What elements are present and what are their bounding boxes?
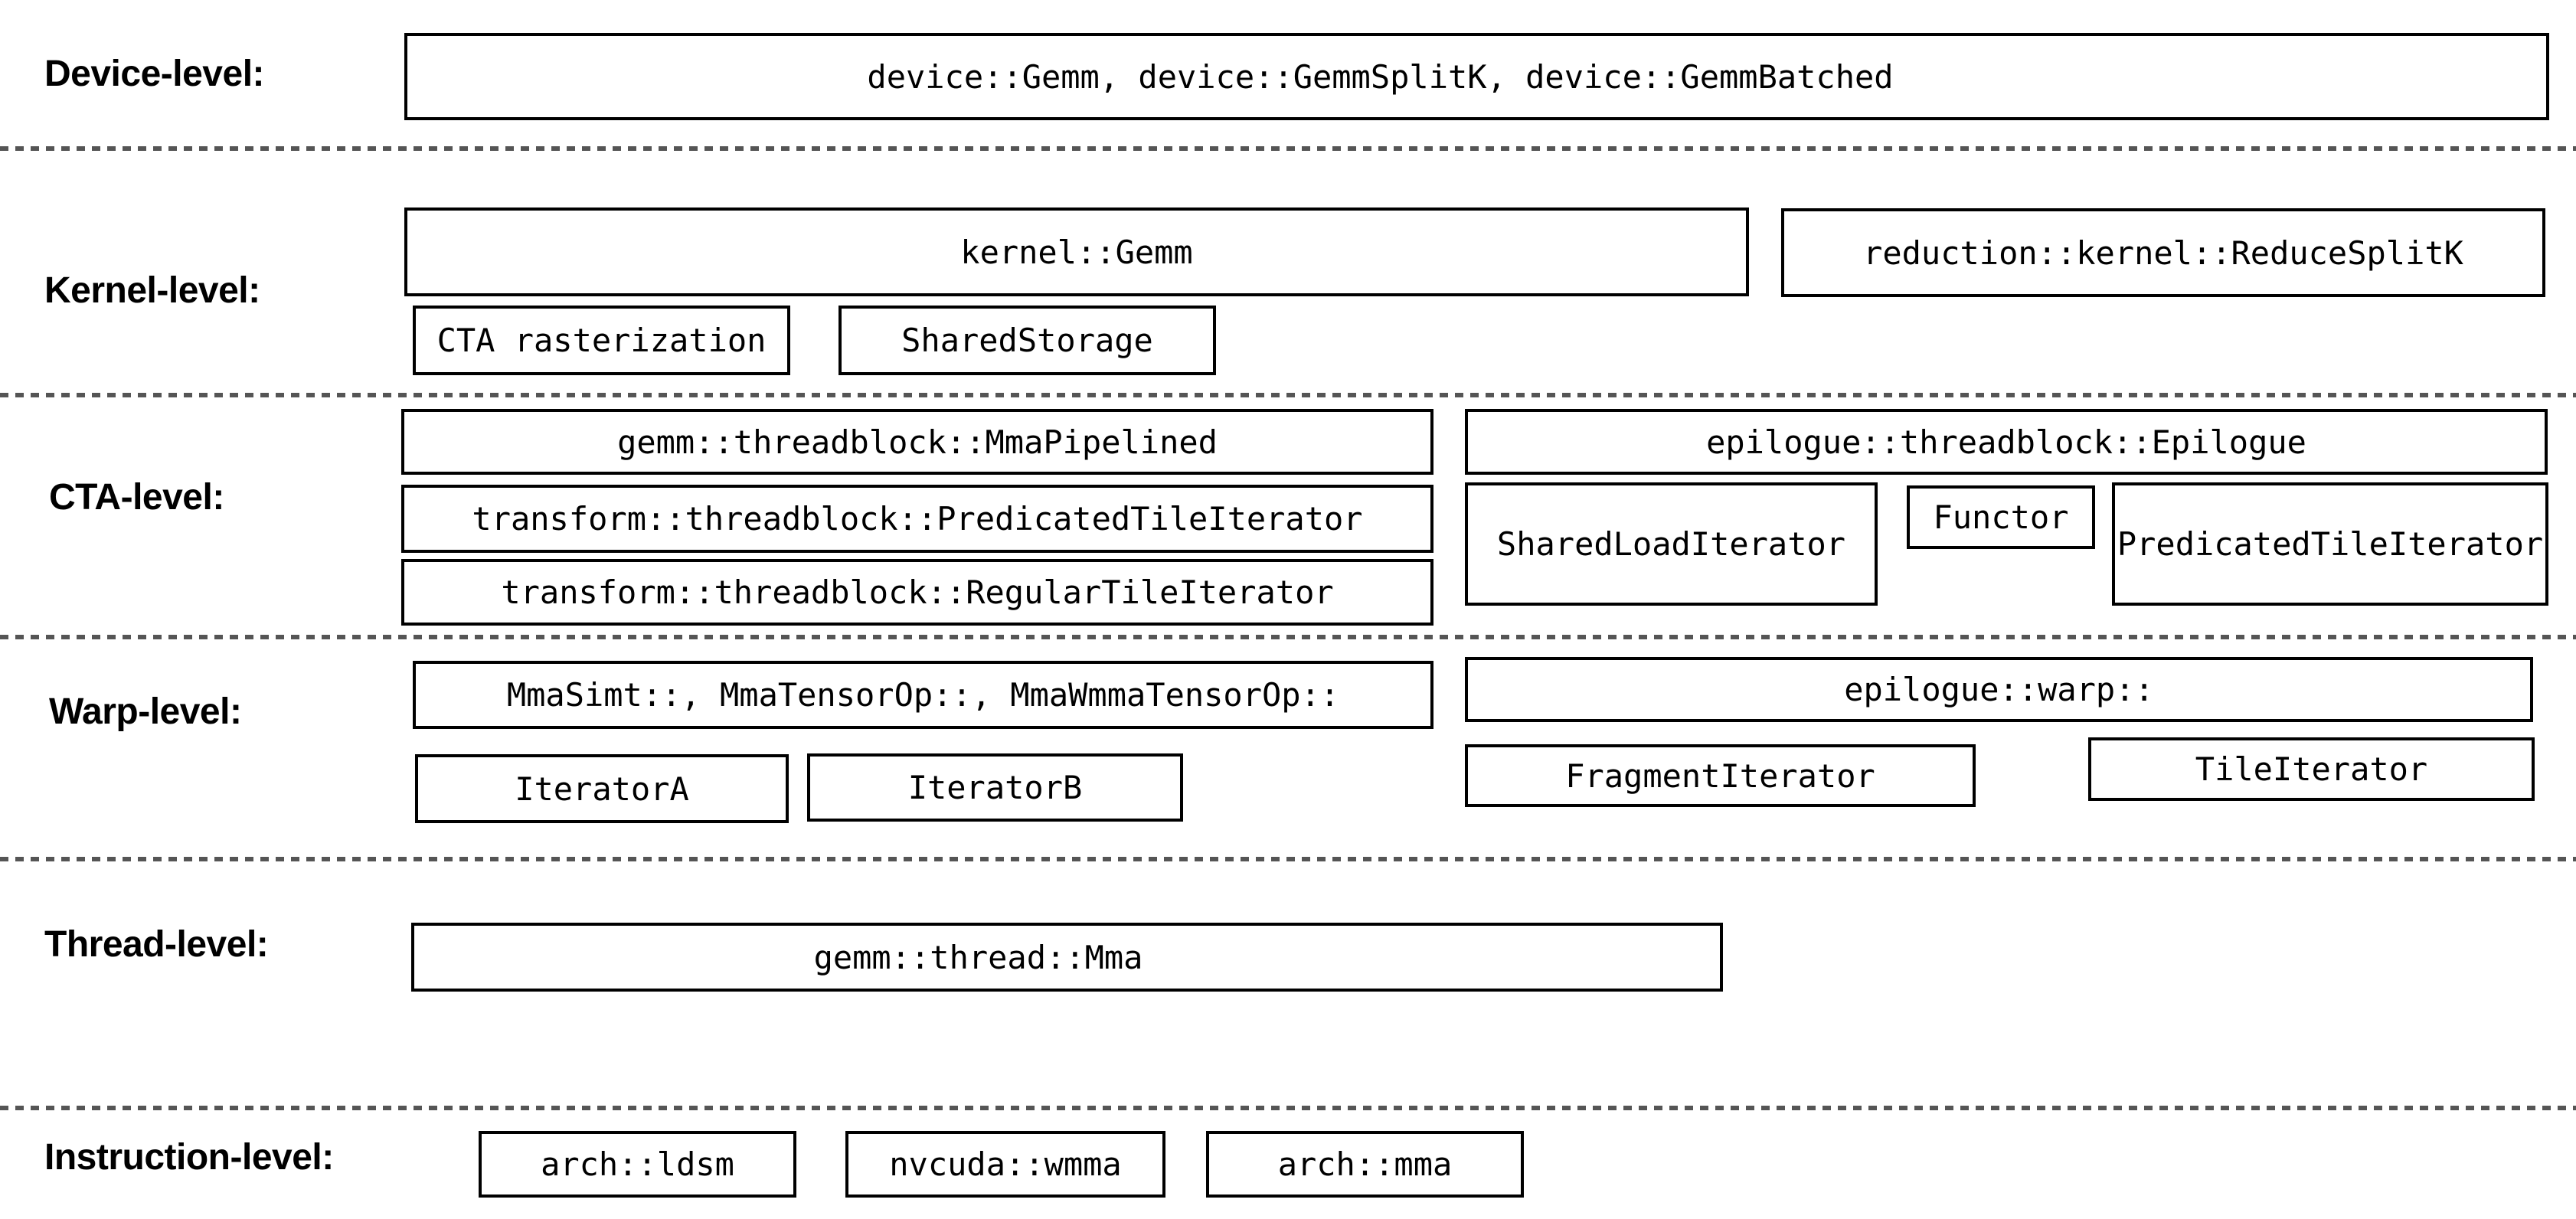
box-epilogue-predicatedtileiterator: PredicatedTileIterator [2112,482,2548,606]
box-kernel-gemm: kernel::Gemm [404,208,1749,296]
box-reduction-kernel-reducesplitk: reduction::kernel::ReduceSplitK [1781,208,2545,297]
box-functor: Functor [1907,485,2095,549]
separator-warp-thread [0,857,2576,861]
separator-cta-warp [0,635,2576,639]
box-mma-pipelined: gemm::threadblock::MmaPipelined [401,409,1433,475]
level-label-device: Device-level: [44,54,265,94]
box-arch-mma: arch::mma [1206,1131,1524,1198]
level-label-cta: CTA-level: [49,477,224,518]
level-label-instruction: Instruction-level: [44,1137,334,1178]
level-label-warp: Warp-level: [49,691,242,732]
level-label-kernel: Kernel-level: [44,270,260,311]
box-epilogue-warp: epilogue::warp:: [1465,657,2533,722]
box-sharedloaditerator: SharedLoadIterator [1465,482,1878,606]
level-label-thread: Thread-level: [44,924,269,965]
box-iterator-a: IteratorA [415,754,789,823]
box-sharedstorage: SharedStorage [839,306,1216,375]
separator-thread-instruction [0,1106,2576,1110]
box-transform-predicatedtileiterator: transform::threadblock::PredicatedTileIt… [401,485,1433,553]
box-mma-simt-tensorop: MmaSimt::, MmaTensorOp::, MmaWmmaTensorO… [413,661,1433,729]
box-transform-regulartileiterator: transform::threadblock::RegularTileItera… [401,559,1433,626]
box-device-gemm: device::Gemm, device::GemmSplitK, device… [404,33,2549,120]
box-tileiterator: TileIterator [2088,737,2535,801]
separator-kernel-cta [0,393,2576,397]
separator-device-kernel [0,146,2576,151]
box-gemm-thread-mma: gemm::thread::Mma [411,923,1723,992]
box-arch-ldsm: arch::ldsm [479,1131,796,1198]
box-nvcuda-wmma: nvcuda::wmma [845,1131,1165,1198]
box-cta-rasterization: CTA rasterization [413,306,790,375]
box-fragmentiterator: FragmentIterator [1465,744,1976,807]
box-iterator-b: IteratorB [807,753,1183,822]
box-epilogue-threadblock: epilogue::threadblock::Epilogue [1465,409,2548,475]
